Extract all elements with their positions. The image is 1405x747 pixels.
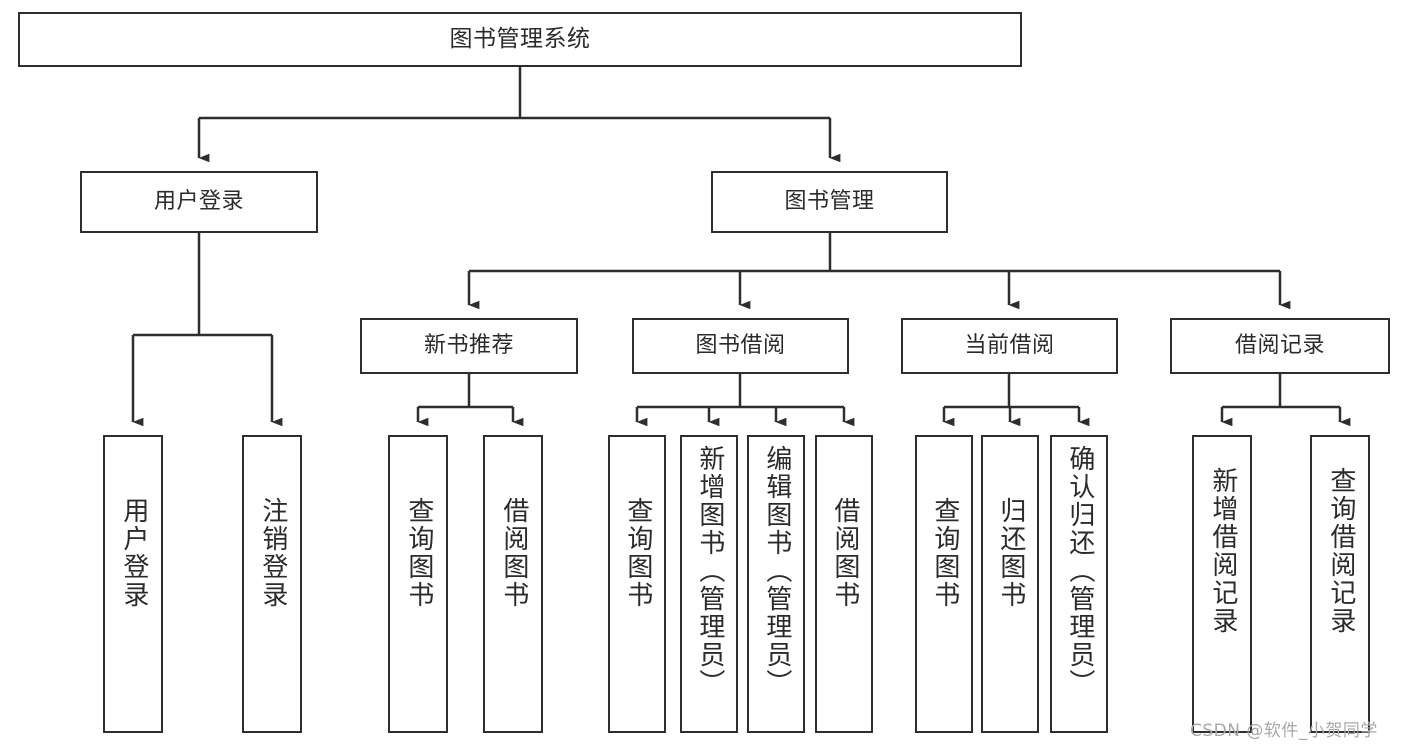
node-book-management-label: 图书管理 xyxy=(784,188,875,214)
node-leaf-return-book[interactable]: 归还图书 xyxy=(981,435,1039,733)
node-leaf-query-book-2[interactable]: 查询图书 xyxy=(608,435,666,733)
node-leaf-add-borrow-record-label: 新增借阅记录 xyxy=(1207,467,1238,635)
node-leaf-logout-label: 注销登录 xyxy=(257,497,288,609)
node-leaf-borrow-book-1[interactable]: 借阅图书 xyxy=(483,435,543,733)
node-leaf-add-book-admin-label: 新增图书（管理员） xyxy=(694,445,725,697)
node-user-login-label: 用户登录 xyxy=(153,188,244,214)
node-leaf-borrow-book-1-label: 借阅图书 xyxy=(498,497,529,609)
node-root-label: 图书管理系统 xyxy=(449,25,591,52)
node-book-borrow[interactable]: 图书借阅 xyxy=(632,318,849,374)
node-leaf-query-book-1[interactable]: 查询图书 xyxy=(388,435,448,733)
node-leaf-borrow-book-2-label: 借阅图书 xyxy=(829,497,860,609)
node-leaf-add-borrow-record[interactable]: 新增借阅记录 xyxy=(1192,435,1252,733)
node-leaf-query-book-2-label: 查询图书 xyxy=(622,497,653,609)
node-leaf-query-book-3[interactable]: 查询图书 xyxy=(915,435,973,733)
node-leaf-borrow-book-2[interactable]: 借阅图书 xyxy=(815,435,873,733)
csdn-watermark: CSDN @软件_小贺同学 xyxy=(1190,721,1378,741)
node-new-book-recommend-label: 新书推荐 xyxy=(423,332,514,358)
node-current-borrow-label: 当前借阅 xyxy=(964,332,1055,358)
node-leaf-edit-book-admin-label: 编辑图书（管理员） xyxy=(761,445,792,697)
node-user-login[interactable]: 用户登录 xyxy=(80,171,318,233)
node-leaf-query-borrow-record[interactable]: 查询借阅记录 xyxy=(1310,435,1370,733)
node-leaf-user-login-label: 用户登录 xyxy=(118,497,149,609)
node-leaf-confirm-return-admin-label: 确认归还（管理员） xyxy=(1064,445,1095,697)
node-borrow-record[interactable]: 借阅记录 xyxy=(1170,318,1390,374)
node-new-book-recommend[interactable]: 新书推荐 xyxy=(360,318,578,374)
node-leaf-add-book-admin[interactable]: 新增图书（管理员） xyxy=(680,435,738,733)
node-leaf-query-book-3-label: 查询图书 xyxy=(929,497,960,609)
node-leaf-query-borrow-record-label: 查询借阅记录 xyxy=(1325,467,1356,635)
node-borrow-record-label: 借阅记录 xyxy=(1234,332,1325,358)
node-leaf-logout[interactable]: 注销登录 xyxy=(242,435,302,733)
node-leaf-confirm-return-admin[interactable]: 确认归还（管理员） xyxy=(1050,435,1108,733)
node-leaf-edit-book-admin[interactable]: 编辑图书（管理员） xyxy=(747,435,805,733)
node-book-management[interactable]: 图书管理 xyxy=(711,171,948,233)
node-leaf-user-login[interactable]: 用户登录 xyxy=(103,435,163,733)
node-leaf-query-book-1-label: 查询图书 xyxy=(403,497,434,609)
node-book-borrow-label: 图书借阅 xyxy=(695,332,786,358)
node-leaf-return-book-label: 归还图书 xyxy=(995,497,1026,609)
node-root[interactable]: 图书管理系统 xyxy=(18,12,1022,67)
node-current-borrow[interactable]: 当前借阅 xyxy=(901,318,1118,374)
